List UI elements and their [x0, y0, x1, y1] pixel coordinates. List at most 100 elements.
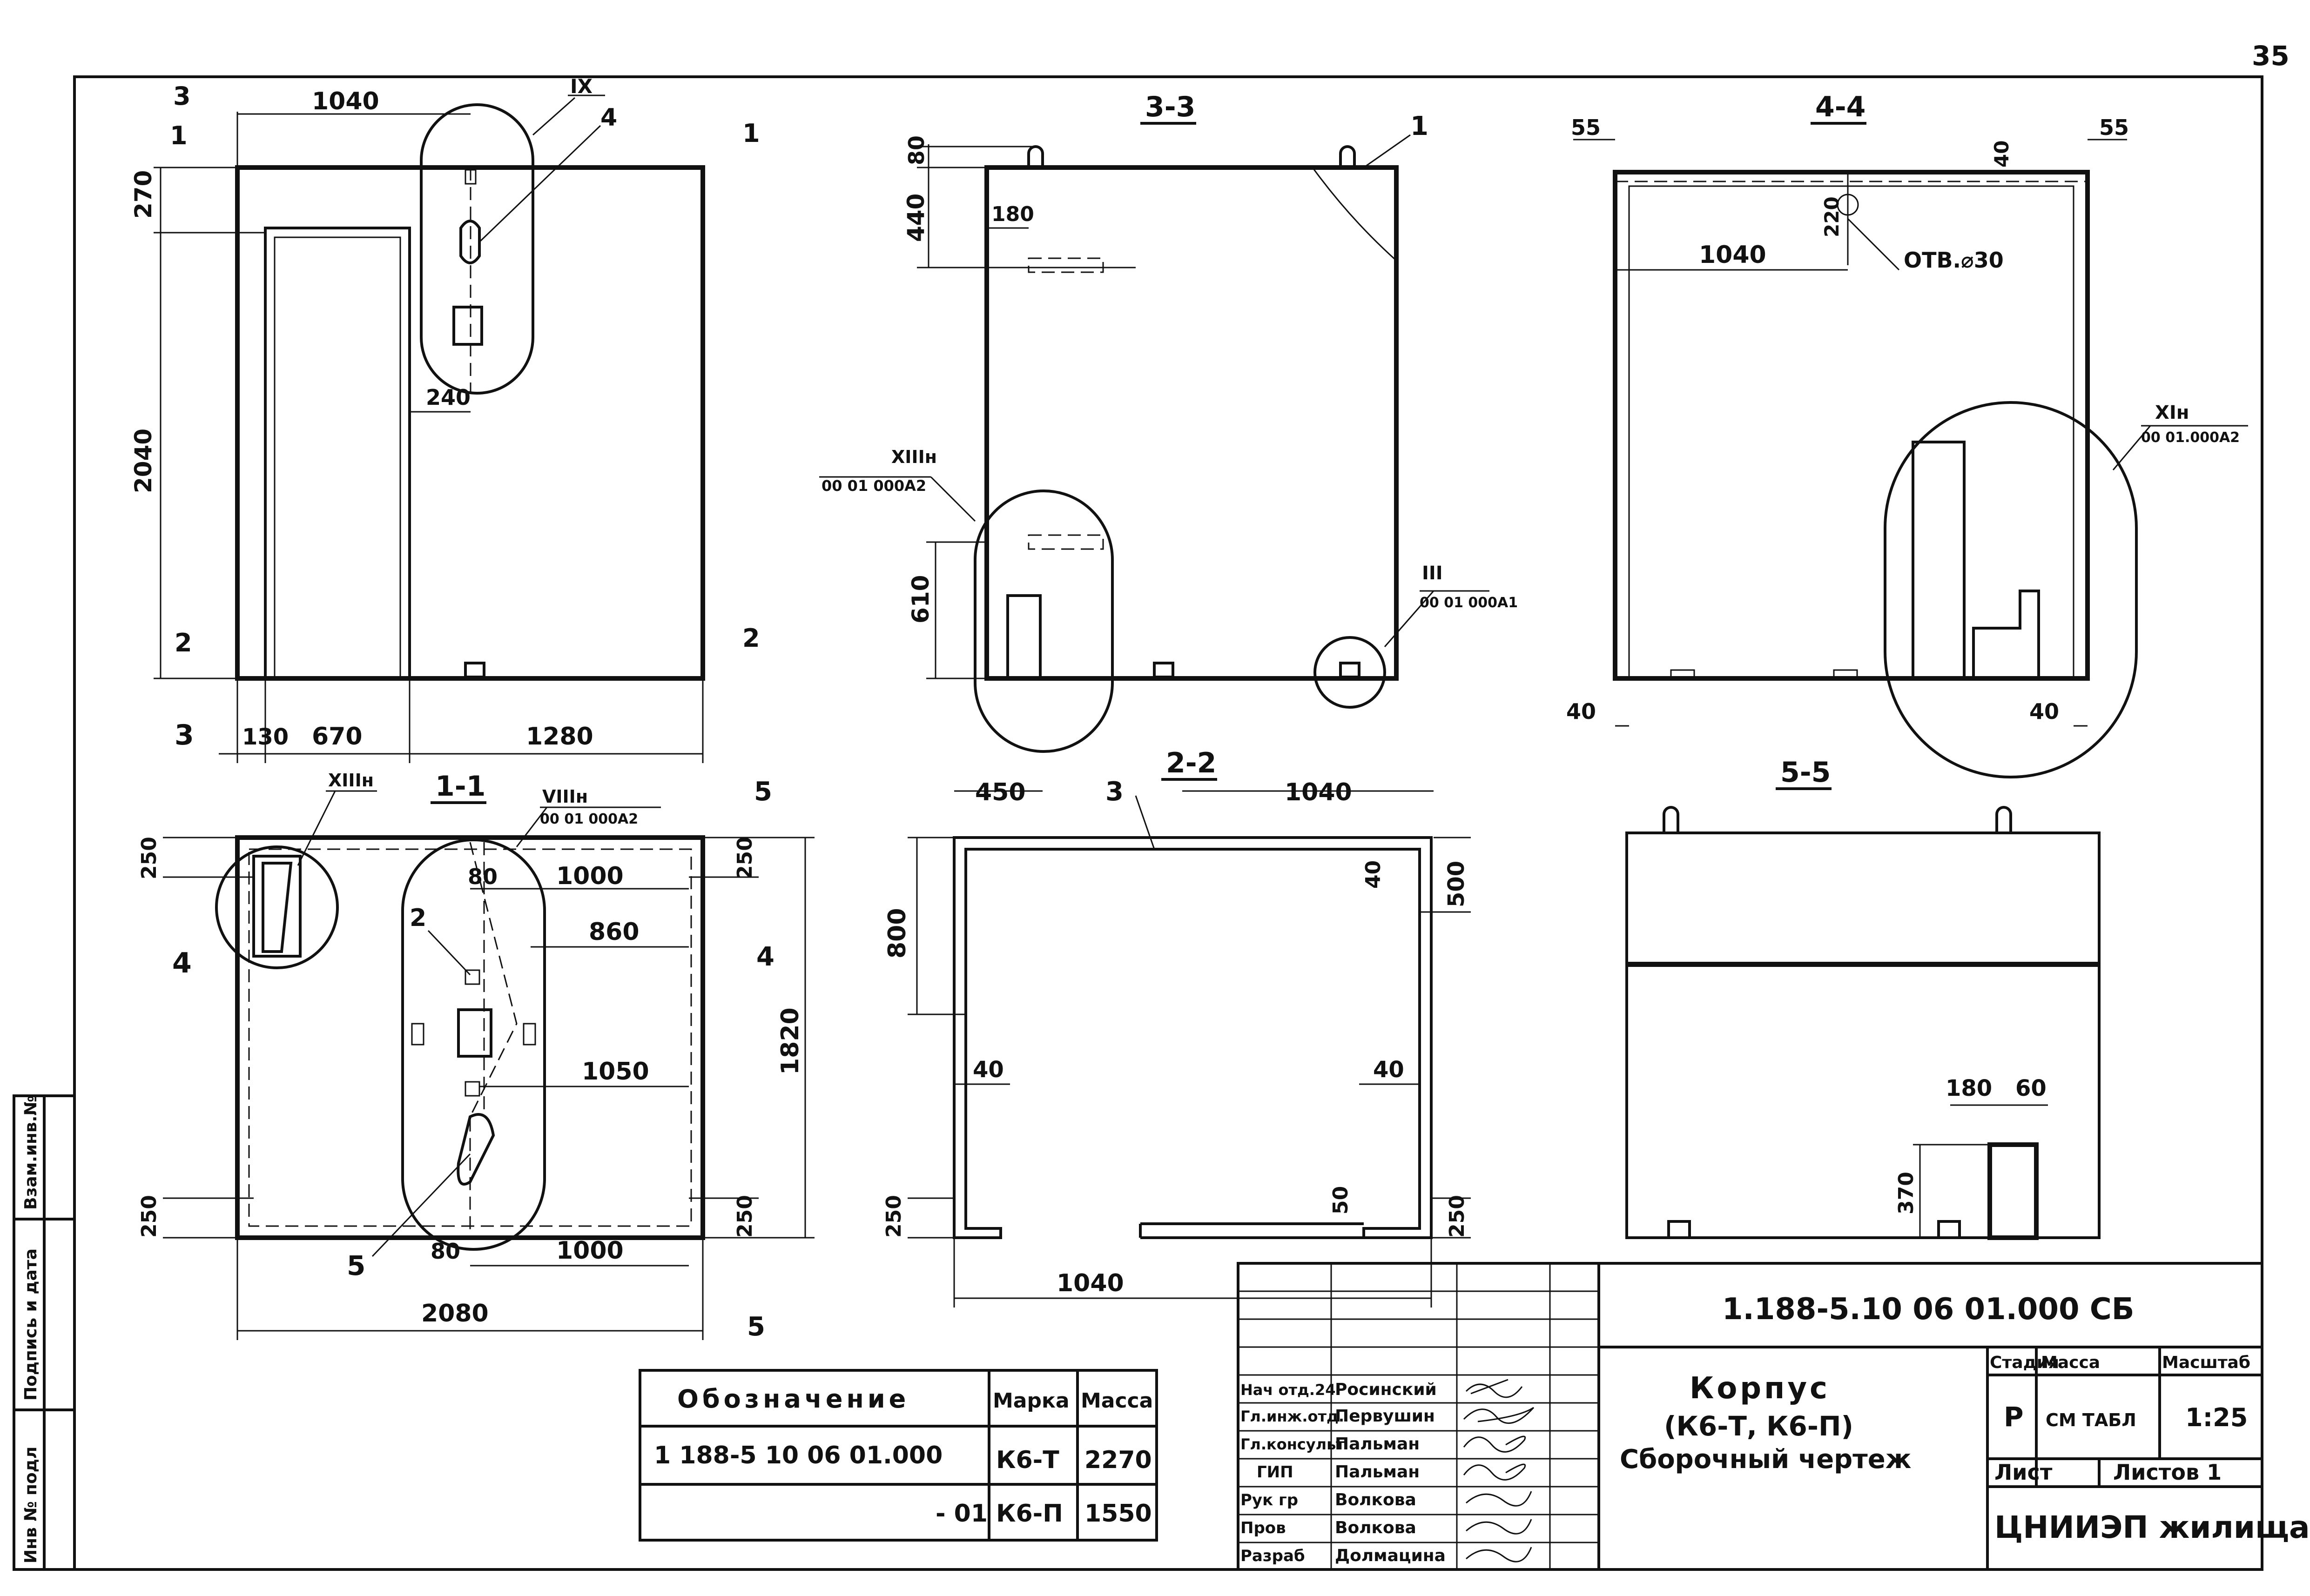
dim-130: 130 [242, 724, 289, 750]
sig-role-7: Разраб [1240, 1547, 1305, 1565]
dim-80: 80 [904, 135, 929, 165]
dim-50: 50 [1329, 1186, 1353, 1214]
dim-270: 270 [130, 170, 157, 219]
section-3-bottom-marker: 3 [175, 719, 194, 751]
dim-1050: 1050 [582, 1058, 649, 1086]
front-view: 1040 270 2040 130 670 1280 240 3 1 1 2 2… [130, 75, 760, 763]
dim-40-left: 40 [973, 1057, 1004, 1083]
dim-60: 60 [2015, 1075, 2047, 1101]
title-block: Нач отд.24 Росинский Гл.инж.отд. Первуши… [1237, 1262, 2310, 1571]
detail-iii-circle [1313, 636, 1386, 709]
detail-xiii-circle [215, 845, 339, 969]
sig-name-4: Пальман [1335, 1462, 1420, 1482]
table-header-designation: Обозначение [677, 1384, 909, 1414]
callout-item-1: 1 [1410, 111, 1428, 141]
dim-670: 670 [312, 723, 363, 751]
hole-diameter: ОТВ.⌀30 [1904, 248, 2004, 273]
sig-role-1: Нач отд.24 [1240, 1381, 1336, 1399]
dim-2080: 2080 [421, 1300, 489, 1328]
dim-250-top-left: 250 [137, 837, 161, 879]
dim-220: 220 [1820, 196, 1843, 237]
section-3-top-marker: 3 [173, 81, 191, 111]
table-row-2-mass: 1550 [1084, 1500, 1152, 1528]
scale-value: 1:25 [2185, 1403, 2248, 1432]
dim-2040: 2040 [130, 429, 157, 493]
dim-500: 500 [1443, 861, 1469, 907]
sig-name-3: Пальман [1335, 1435, 1420, 1454]
section-3-3-title: 3-3 [1145, 91, 1195, 123]
doc-number: 1.188-5.10 06 01.000 СБ [1722, 1292, 2135, 1327]
section-5-bottom-marker: 5 [747, 1312, 765, 1342]
dim-250-bottom-left: 250 [137, 1195, 161, 1238]
mass-value: СМ ТАБЛ [2046, 1410, 2136, 1430]
table-row-1-designation: 1 188-5 10 06 01.000 [654, 1442, 943, 1469]
dim-240: 240 [426, 385, 471, 410]
section-2-2: 2-2 450 1040 800 40 500 40 40 250 50 250… [882, 747, 1471, 1308]
title-line-3: Сборочный чертеж [1620, 1444, 1911, 1475]
section-1-1: 1-1 250 250 250 250 [137, 770, 815, 1342]
dim-55-right: 55 [2099, 115, 2129, 140]
detail-ix-oval [420, 103, 534, 395]
stage-value: Р [2004, 1401, 2024, 1433]
callout-xiii: XIIIн [328, 770, 374, 791]
detail-xiii-oval [974, 490, 1114, 753]
table-header-mass: Масса [1081, 1389, 1153, 1413]
section-4-left-marker: 4 [172, 947, 192, 979]
dim-40-right: 40 [1373, 1057, 1404, 1083]
stamp-replacement: Взам.инв.№ [21, 1095, 40, 1210]
title-line-1: Корпус [1690, 1371, 1830, 1406]
section-5-5-title: 5-5 [1780, 756, 1831, 789]
signature-scribbles [1463, 1379, 1535, 1562]
section-5-top-marker: 5 [754, 777, 772, 807]
section-5-5: 5-5 180 60 370 [1625, 756, 2101, 1240]
sheet-frame [73, 75, 2263, 1571]
specification-table: Обозначение Марка Масса 1 188-5 10 06 01… [639, 1369, 1158, 1542]
callout-iii-ref: 00 01 000А1 [1420, 595, 1518, 611]
stamp-signature-date: Подпись и дата [21, 1248, 40, 1401]
section-2-right-marker: 2 [742, 624, 760, 653]
dim-450: 450 [975, 778, 1026, 806]
callout-item-4: 4 [600, 104, 617, 132]
stage-header: Стадия [1990, 1353, 2059, 1372]
section-2-left-marker: 2 [175, 628, 192, 657]
sig-role-3: Гл.консульт [1240, 1435, 1345, 1453]
dim-1040: 1040 [1699, 241, 1766, 269]
section-2-2-title: 2-2 [1166, 747, 1216, 779]
callout-item-3: 3 [1105, 777, 1124, 807]
mass-header: Масса [2041, 1353, 2100, 1372]
scale-header: Масштаб [2162, 1353, 2250, 1372]
dim-440: 440 [902, 194, 929, 242]
sig-role-2: Гл.инж.отд. [1240, 1408, 1344, 1425]
dim-610: 610 [907, 575, 934, 624]
organization: ЦНИИЭП жилища [1994, 1509, 2310, 1545]
section-1-1-title: 1-1 [435, 770, 485, 803]
sheet-label: Лист [1994, 1460, 2053, 1485]
dim-250-bottom-right: 250 [733, 1195, 757, 1238]
callout-item-5: 5 [347, 1250, 365, 1281]
callout-viii-ref: 00 01 000А2 [540, 811, 638, 827]
dim-1280: 1280 [526, 723, 593, 751]
dim-800: 800 [883, 908, 911, 959]
dim-55-left: 55 [1571, 115, 1601, 140]
callout-xiii-ref: 00 01 000А2 [822, 477, 926, 495]
sig-name-6: Волкова [1335, 1518, 1416, 1537]
table-row-1-mass: 2270 [1084, 1446, 1152, 1474]
table-row-2-designation: - 01 [936, 1500, 988, 1528]
table-row-2-mark: К6-П [996, 1500, 1063, 1528]
section-4-4-title: 4-4 [1815, 91, 1866, 123]
dim-40-top: 40 [1361, 860, 1385, 889]
sheets-count: Листов 1 [2113, 1460, 2222, 1485]
dim-80-top: 80 [468, 864, 498, 889]
dim-80-bottom: 80 [431, 1239, 460, 1264]
detail-xi-oval [1884, 401, 2138, 778]
table-row-1-mark: К6-Т [996, 1446, 1059, 1474]
callout-xi-ref: 00 01.000А2 [2141, 429, 2240, 446]
section-1-left-marker: 1 [170, 121, 188, 150]
dim-40-top: 40 [1990, 141, 2013, 168]
section-3-3: 3-3 80 440 180 610 1 XIIIн 00 01 000А2 [819, 91, 1518, 753]
dim-180: 180 [1946, 1075, 1992, 1101]
callout-viii: VIIIн [542, 786, 588, 807]
callout-ix: IX [570, 75, 593, 98]
